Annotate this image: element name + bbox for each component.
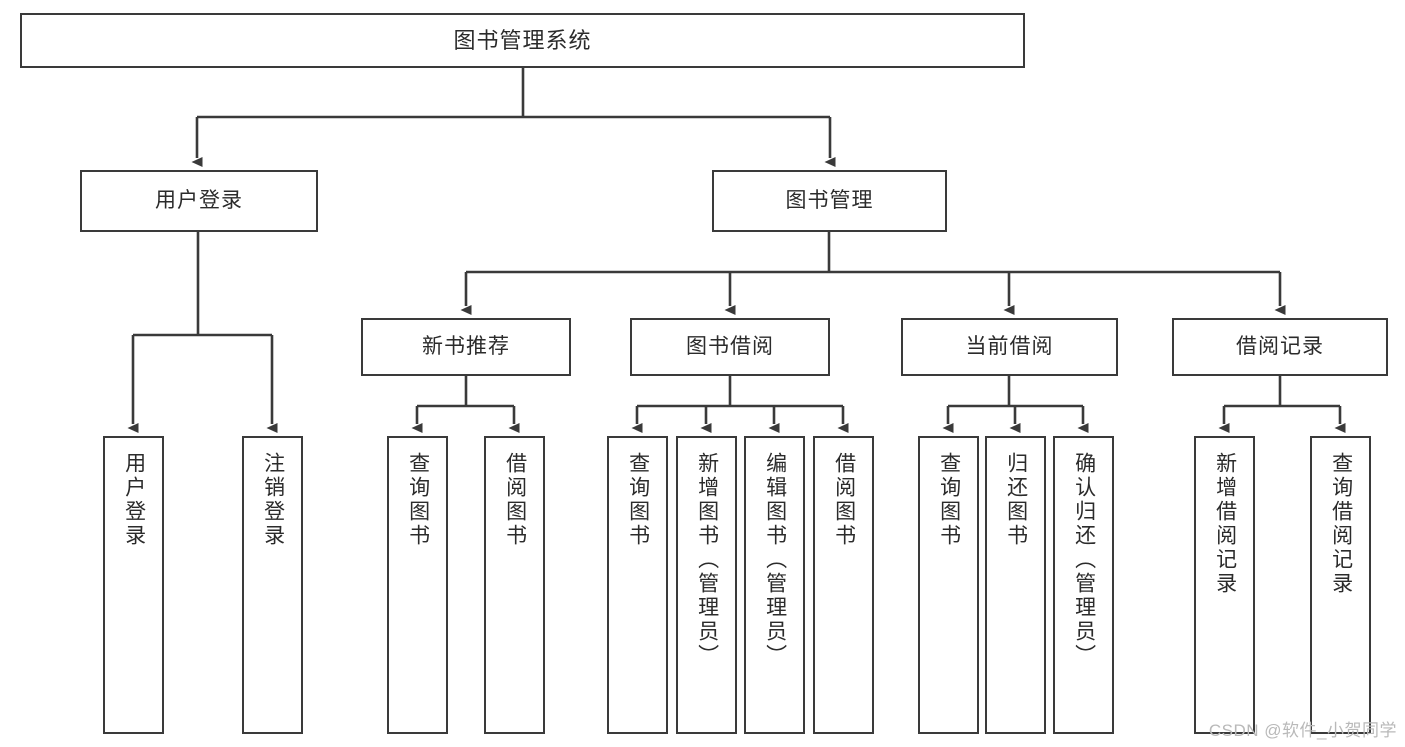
node-leaf-borrow-book[interactable]: 借阅图书 xyxy=(813,436,874,734)
node-leaf-edit-book-admin-label: 编辑图书（管理员） xyxy=(763,452,787,668)
node-leaf-user-login-label: 用户登录 xyxy=(122,452,146,548)
node-root-label: 图书管理系统 xyxy=(453,27,592,53)
node-user-login-label: 用户登录 xyxy=(155,188,243,212)
node-new-book-recommend-label: 新书推荐 xyxy=(422,334,510,358)
node-leaf-add-borrow-record[interactable]: 新增借阅记录 xyxy=(1194,436,1255,734)
node-leaf-query-book-current-label: 查询图书 xyxy=(937,452,961,548)
node-root[interactable]: 图书管理系统 xyxy=(20,13,1025,68)
node-leaf-query-book-borrow[interactable]: 查询图书 xyxy=(607,436,668,734)
node-leaf-logout-login-label: 注销登录 xyxy=(261,452,285,548)
node-new-book-recommend[interactable]: 新书推荐 xyxy=(361,318,571,376)
node-leaf-query-book-rec-label: 查询图书 xyxy=(406,452,430,548)
node-book-management[interactable]: 图书管理 xyxy=(712,170,947,232)
node-book-borrow-label: 图书借阅 xyxy=(686,334,774,358)
node-leaf-return-book[interactable]: 归还图书 xyxy=(985,436,1046,734)
node-leaf-borrow-book-label: 借阅图书 xyxy=(832,452,856,548)
node-borrow-record[interactable]: 借阅记录 xyxy=(1172,318,1388,376)
node-leaf-borrow-book-rec[interactable]: 借阅图书 xyxy=(484,436,545,734)
node-leaf-logout-login[interactable]: 注销登录 xyxy=(242,436,303,734)
node-leaf-query-book-current[interactable]: 查询图书 xyxy=(918,436,979,734)
node-user-login[interactable]: 用户登录 xyxy=(80,170,318,232)
node-leaf-user-login[interactable]: 用户登录 xyxy=(103,436,164,734)
watermark: CSDN @软件_小贺同学 xyxy=(1208,721,1397,740)
node-borrow-record-label: 借阅记录 xyxy=(1236,334,1324,358)
node-leaf-borrow-book-rec-label: 借阅图书 xyxy=(503,452,527,548)
node-current-borrow[interactable]: 当前借阅 xyxy=(901,318,1118,376)
node-current-borrow-label: 当前借阅 xyxy=(965,334,1054,358)
node-book-borrow[interactable]: 图书借阅 xyxy=(630,318,830,376)
node-leaf-edit-book-admin[interactable]: 编辑图书（管理员） xyxy=(744,436,805,734)
node-leaf-confirm-return-admin[interactable]: 确认归还（管理员） xyxy=(1053,436,1114,734)
node-leaf-query-book-borrow-label: 查询图书 xyxy=(626,452,650,548)
node-leaf-confirm-return-admin-label: 确认归还（管理员） xyxy=(1072,452,1096,668)
node-leaf-add-borrow-record-label: 新增借阅记录 xyxy=(1213,452,1237,596)
node-leaf-query-book-rec[interactable]: 查询图书 xyxy=(387,436,448,734)
node-leaf-add-book-admin-label: 新增图书（管理员） xyxy=(695,452,719,668)
node-leaf-query-borrow-record-label: 查询借阅记录 xyxy=(1329,452,1353,596)
node-leaf-add-book-admin[interactable]: 新增图书（管理员） xyxy=(676,436,737,734)
node-leaf-query-borrow-record[interactable]: 查询借阅记录 xyxy=(1310,436,1371,734)
node-book-management-label: 图书管理 xyxy=(785,188,874,212)
node-leaf-return-book-label: 归还图书 xyxy=(1004,452,1028,548)
